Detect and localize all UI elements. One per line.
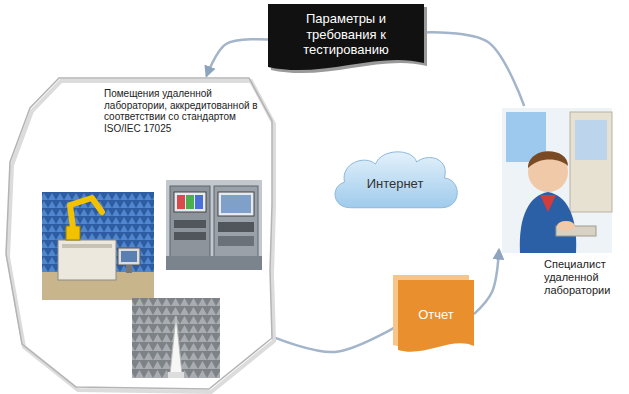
flow-arrow xyxy=(474,250,499,315)
photo-ground xyxy=(502,108,612,253)
photo-ground xyxy=(132,298,220,378)
rack-screen xyxy=(218,192,254,216)
shirt-collar xyxy=(540,195,556,212)
specialist-photo xyxy=(502,108,612,253)
specialist-box: Специалист удаленной лаборатории xyxy=(499,106,625,298)
monitor xyxy=(118,248,140,265)
flow-arrow xyxy=(207,39,269,76)
rack-unit xyxy=(218,222,254,232)
node-label: Параметры и требования к тестированию xyxy=(278,11,414,58)
rack xyxy=(214,186,258,266)
region-heading: Помещения удаленной лаборатории, аккреди… xyxy=(104,88,259,134)
photo-ground xyxy=(42,192,154,300)
screen-bar xyxy=(177,195,185,209)
parameters-banner: Параметры и требования к тестированию xyxy=(268,4,424,75)
shirt xyxy=(520,192,576,253)
region-outline xyxy=(6,78,272,389)
screen-bar xyxy=(186,195,194,209)
document-shape xyxy=(398,280,474,352)
desk xyxy=(166,256,262,270)
photo-ground xyxy=(166,180,262,270)
screen-image xyxy=(221,195,251,213)
test-table xyxy=(58,240,116,280)
head xyxy=(528,152,568,192)
screen-bar xyxy=(195,195,203,209)
monitor-stand xyxy=(126,265,132,273)
outline-shadow xyxy=(8,81,274,392)
hand xyxy=(557,221,575,231)
flow-arrow xyxy=(274,326,398,353)
node-label: Интернет xyxy=(367,176,424,191)
monitor-screen xyxy=(121,251,137,262)
rack-screen xyxy=(174,192,206,212)
flow-arrow xyxy=(424,32,524,106)
robot-arm xyxy=(70,198,102,228)
monitor-screen xyxy=(575,120,607,160)
node-label: Специалист удаленной лаборатории xyxy=(544,258,624,298)
lab-photo-anechoic xyxy=(132,298,220,378)
internet-cloud: Интернет xyxy=(328,146,462,212)
rack-unit xyxy=(218,236,254,246)
banner-shape xyxy=(268,4,424,70)
rack-unit xyxy=(174,232,206,240)
antenna-cone xyxy=(170,316,182,374)
node-label: Отчет xyxy=(418,307,454,322)
table-edge xyxy=(62,244,112,248)
monitor xyxy=(570,112,612,212)
lab-photo-chamber xyxy=(42,192,154,300)
cloud-shape xyxy=(335,152,457,208)
lab-premises-outline: Помещения удаленной лаборатории, аккреди… xyxy=(4,76,274,391)
hair xyxy=(528,151,568,168)
rack xyxy=(170,186,210,266)
lab-photo-racks xyxy=(166,180,262,270)
rack-unit xyxy=(174,220,206,228)
report-document: Отчет xyxy=(398,280,474,356)
cone-stand xyxy=(168,372,184,378)
